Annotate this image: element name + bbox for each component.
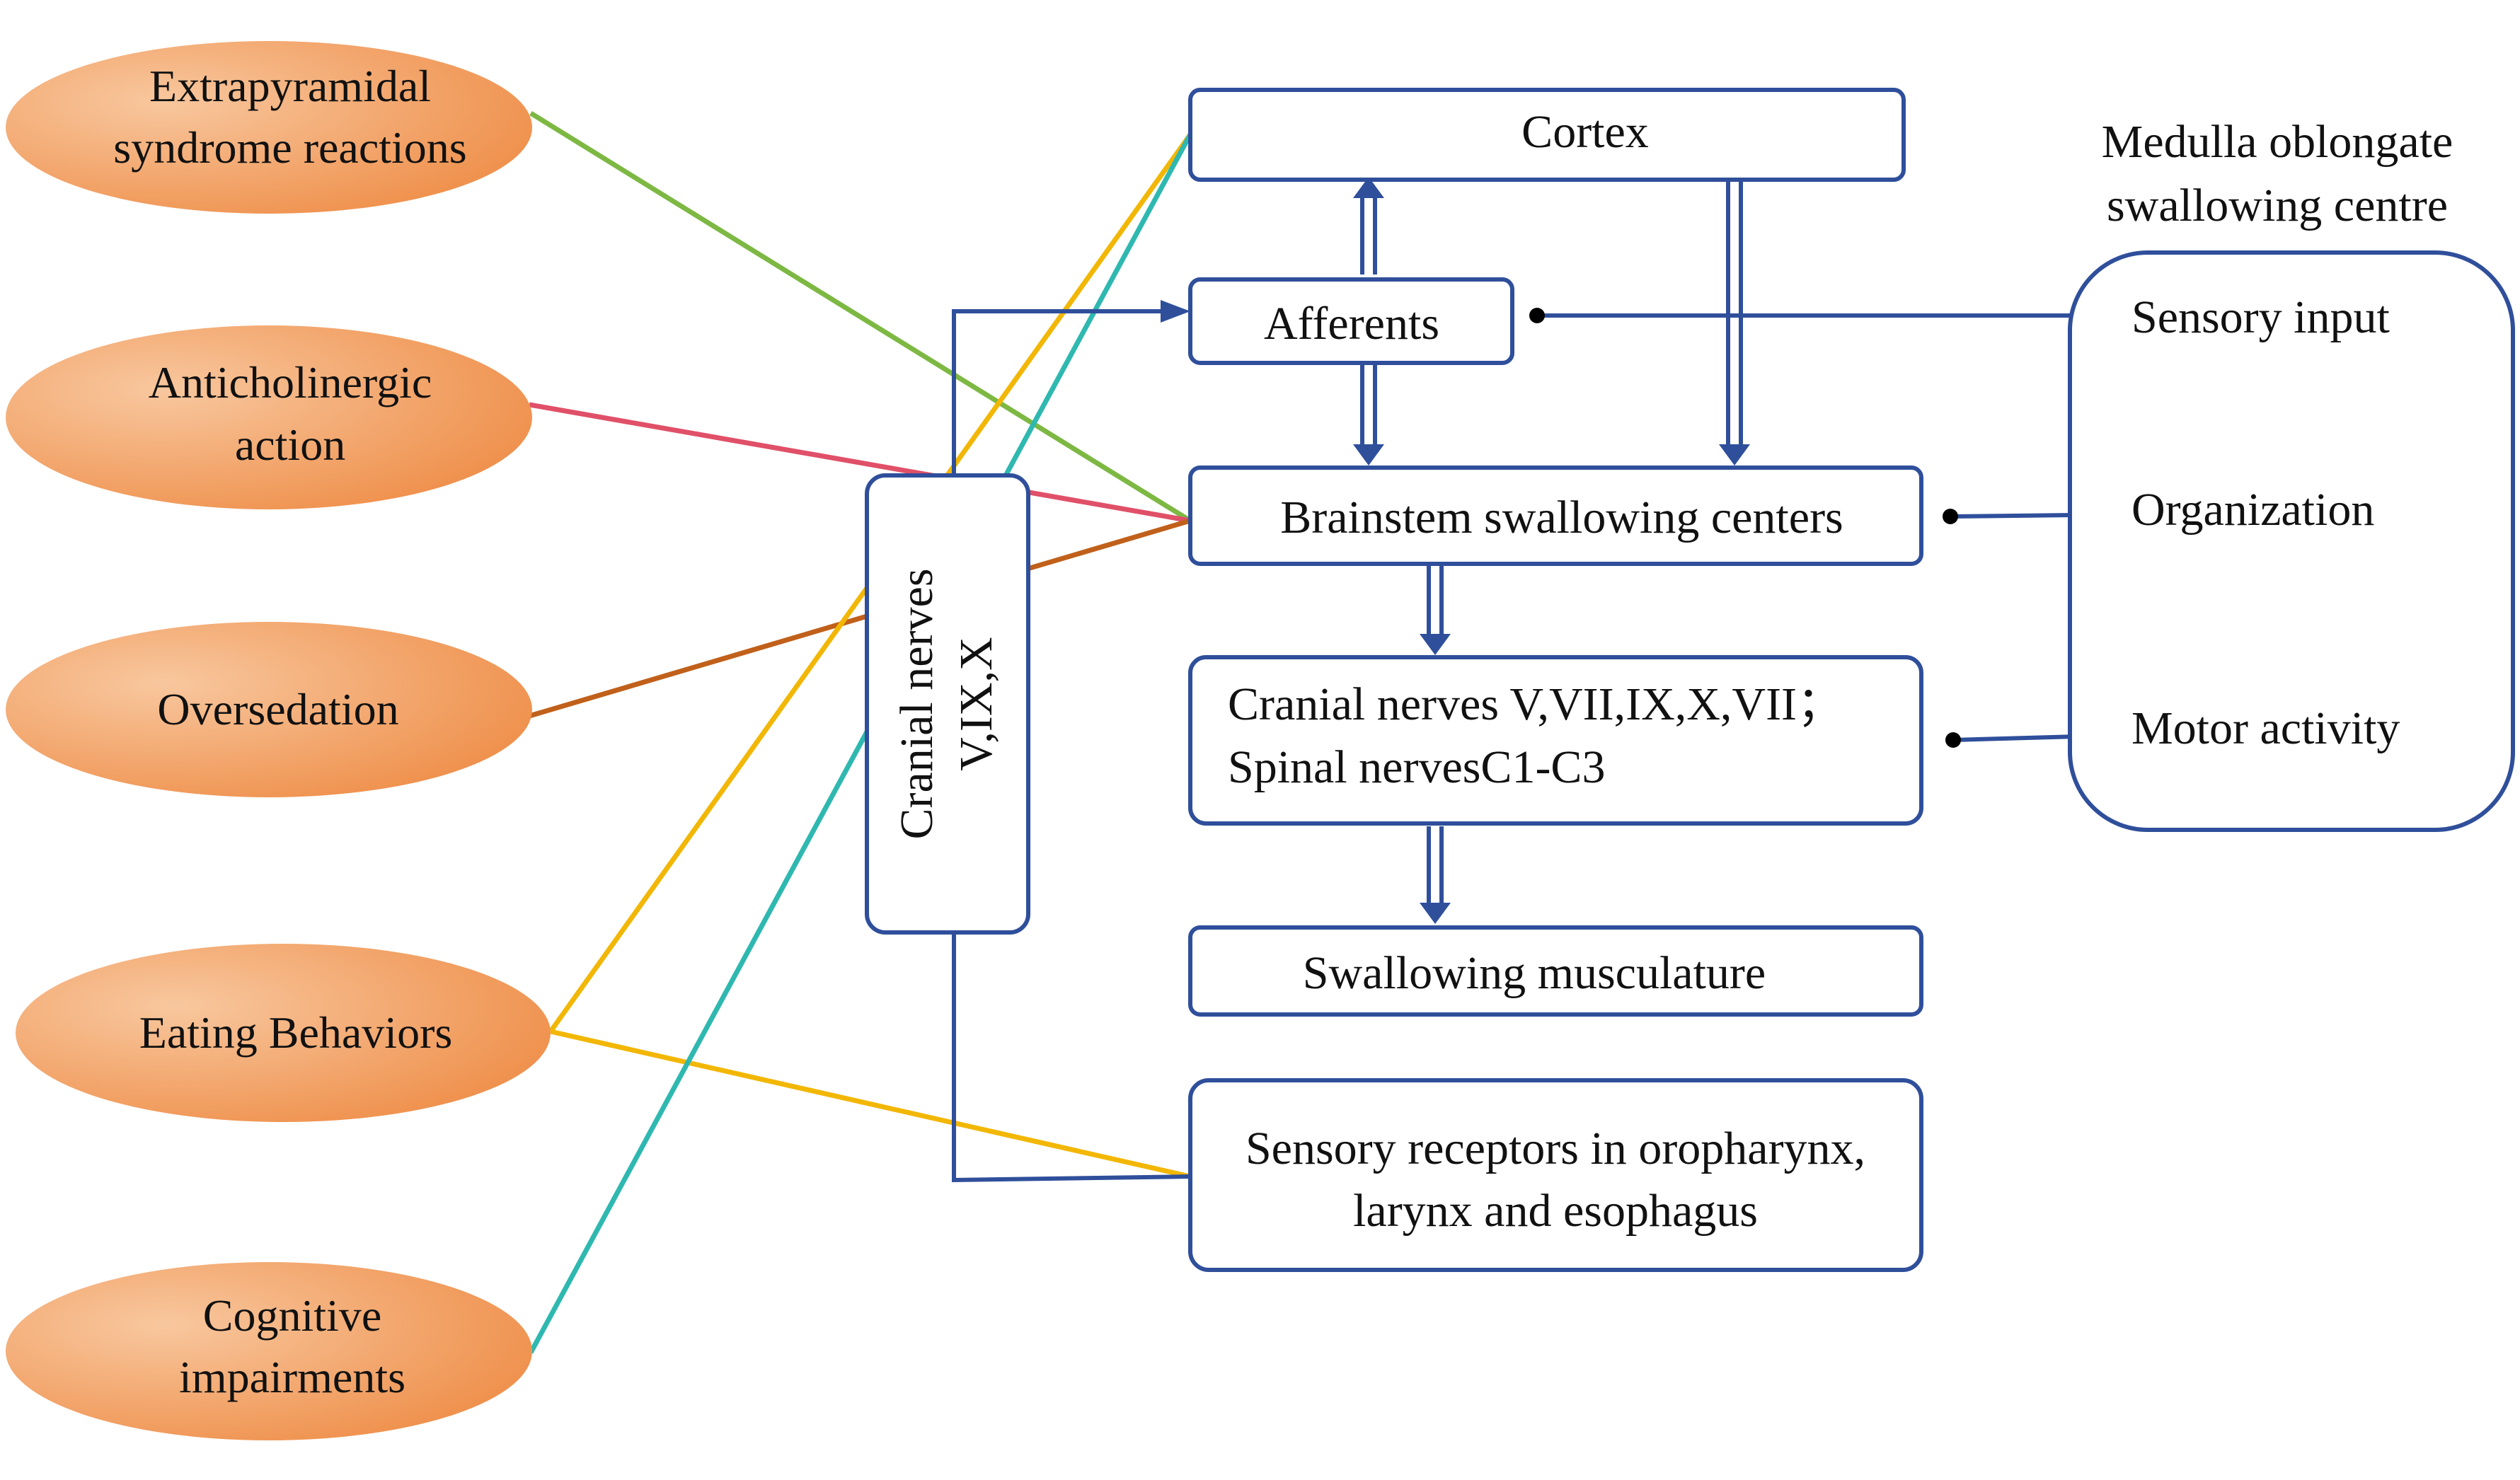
- medulla-title-line: swallowing centre: [2107, 180, 2448, 231]
- afferent-arrowhead: [1161, 300, 1190, 323]
- medulla-item-sensory-input: Sensory input: [2131, 291, 2390, 343]
- factor-line: Extrapyramidal: [149, 61, 431, 111]
- link-extrapyramidal: [529, 111, 1192, 523]
- musculature-label: Swallowing musculature: [1303, 947, 1766, 999]
- medulla-item-organization: Organization: [2131, 484, 2374, 536]
- link-organization: [1950, 513, 2078, 519]
- motor-activity-dot: [1945, 732, 1961, 748]
- factor-line: syndrome reactions: [113, 122, 466, 173]
- link-oversedation: [529, 518, 1191, 719]
- sensory-input-dot: [1529, 308, 1545, 323]
- afferents-label: Afferents: [1264, 298, 1439, 349]
- link-anticholinergic: [529, 402, 1191, 524]
- cranial-spinal-line: Cranial nerves V,VII,IX,X,VII；: [1228, 678, 1843, 730]
- brainstem-label: Brainstem swallowing centers: [1280, 492, 1843, 543]
- factor-extrapyramidal: Extrapyramidal syndrome reactions: [6, 41, 532, 214]
- cranial-spinal-line: Spinal nervesC1-C3: [1228, 741, 1605, 793]
- receptors-line: larynx and esophagus: [1353, 1185, 1758, 1237]
- double-arrow-afferents-to-cortex: [1353, 177, 1384, 274]
- factor-anticholinergic: Anticholinergic action: [6, 325, 532, 509]
- brainstem-box: Brainstem swallowing centers: [1188, 466, 1923, 566]
- double-arrow-cortex-to-brainstem: [1719, 180, 1750, 466]
- link-eating-receptors: [550, 1029, 1191, 1179]
- factor-eating: Eating Behaviors: [16, 944, 551, 1122]
- receptors-box: Sensory receptors in oropharynx, larynx …: [1188, 1078, 1923, 1272]
- medulla-title-line: Medulla oblongate: [2102, 116, 2453, 168]
- receptors-line: Sensory receptors in oropharynx,: [1245, 1123, 1865, 1174]
- medulla-item-motor-activity: Motor activity: [2131, 703, 2400, 754]
- double-arrow-brainstem-to-nerves: [1420, 566, 1451, 655]
- cranial-nerves-vertical-line: V,IX,X: [950, 637, 1002, 770]
- factor-line: action: [235, 420, 345, 470]
- factor-line: Cognitive: [203, 1290, 381, 1341]
- double-arrow-nerves-to-musculature: [1420, 826, 1451, 924]
- factor-cognitive: Cognitive impairments: [6, 1262, 532, 1440]
- factor-line: Oversedation: [157, 684, 398, 734]
- factor-line: impairments: [179, 1352, 405, 1402]
- organization-dot: [1943, 509, 1958, 524]
- double-arrow-afferents-to-brainstem: [1353, 364, 1384, 466]
- factor-line: Eating Behaviors: [139, 1007, 453, 1058]
- factor-oversedation: Oversedation: [6, 622, 532, 797]
- link-motor-activity: [1952, 734, 2078, 742]
- factor-line: Anticholinergic: [149, 357, 432, 407]
- cranial-nerves-vertical-box: Cranial nerves V,IX,X: [865, 473, 1030, 935]
- cranial-nerves-vertical-line: Cranial nerves: [891, 568, 943, 839]
- link-cognitive-cortex: [528, 133, 1193, 1354]
- cortex-box: Cortex: [1188, 88, 1906, 182]
- cortex-label: Cortex: [1521, 106, 1649, 158]
- medulla-panel: Medulla oblongate swallowing centre Sens…: [2068, 116, 2515, 832]
- cranial-spinal-box: Cranial nerves V,VII,IX,X,VII； Spinal ne…: [1188, 655, 1923, 826]
- musculature-box: Swallowing musculature: [1188, 925, 1923, 1017]
- afferents-box: Afferents: [1188, 277, 1514, 365]
